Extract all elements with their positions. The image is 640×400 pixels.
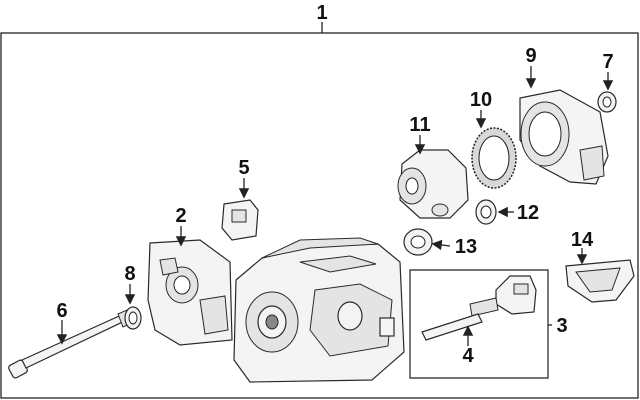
mount-bracket (221, 199, 259, 241)
shield-bracket (565, 259, 635, 303)
seal-8 (124, 306, 142, 330)
callout-5: 5 (238, 157, 249, 179)
callout-14: 14 (571, 229, 594, 251)
housing-cover (147, 239, 233, 346)
subassembly-frame (409, 269, 549, 379)
callout-10: 10 (470, 89, 492, 111)
callout-2: 2 (175, 205, 186, 227)
diagram-frame (0, 32, 639, 399)
case-half (519, 89, 609, 185)
callout-9: 9 (525, 45, 536, 67)
callout-13: 13 (455, 236, 477, 258)
callout-11: 11 (409, 114, 430, 136)
differential-carrier (397, 149, 469, 219)
callout-4: 4 (462, 345, 474, 367)
callout-6: 6 (56, 300, 67, 322)
harness-rod (421, 313, 483, 341)
callout-8: 8 (124, 263, 135, 285)
transmission-case (233, 237, 405, 383)
callout-1: 1 (316, 2, 327, 24)
callout-12: 12 (517, 202, 539, 224)
seal-12 (475, 199, 497, 225)
axle-shaft (8, 306, 139, 379)
callout-7: 7 (602, 51, 613, 73)
seal-13 (403, 228, 433, 256)
bearing-7 (597, 91, 617, 113)
connector-assembly (469, 275, 537, 317)
callout-3: 3 (556, 315, 567, 337)
ring-gear (471, 127, 517, 189)
